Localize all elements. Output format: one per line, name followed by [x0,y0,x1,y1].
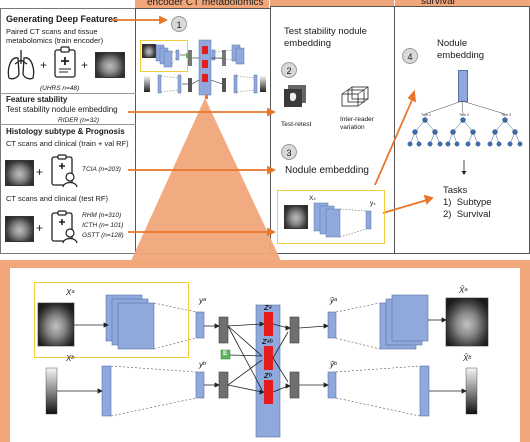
step-1-circle: 1 [171,16,187,32]
embedding-bar [458,70,468,102]
lungs-icon [6,48,36,82]
header-col4-title: survival [421,0,455,7]
step-3-circle: 3 [281,144,297,160]
plus-sign-3: + [36,165,44,179]
col3-ys: yₛ [370,200,376,207]
step-4-circle: 4 [402,48,418,64]
clinical-record-icon-2 [50,210,78,244]
col3-xs: Xₛ [309,195,316,202]
header-col2-title: encoder CT metabolomics [147,0,264,8]
section3-title: Histology subtype & Prognosis [6,127,125,136]
nodule-embedding-label: Nodule embedding [285,165,369,176]
divider-2 [0,124,136,125]
section2-title: Feature stability [6,95,68,104]
section4-count-2: ICTH (n= 101) [82,222,124,229]
test-retest-label: Test-retest [281,121,312,128]
detail-za-label: Zᵃ [264,303,272,312]
section2-desc: Test stability nodule embedding [6,105,118,114]
detail-ya-label: yᵃ [199,296,206,305]
detail-input-box [34,282,189,358]
section3-count: TCIA (n=203) [82,166,121,173]
divider-1 [0,93,136,94]
ct-thumbnail-1 [95,52,125,78]
detail-yb-hat-label: ŷᵇ [330,360,337,369]
plus-sign-2: + [81,58,89,72]
detail-e-label: E [223,350,228,357]
section4-count-1: RHM (n=310) [82,212,122,219]
section4-count-3: GSTT (n=128) [82,232,124,239]
detail-yb-label: yᵇ [199,360,206,369]
detail-zb-label: Zᵇ [264,371,272,380]
detail-ya-hat-label: ŷᵃ [330,296,337,305]
tree-2-label: Tree 2 [459,113,469,117]
section1-title: Generating Deep Features [6,14,119,24]
step-2-circle: 2 [281,62,297,78]
col4-embedding-title: Nodule embedding [437,38,485,61]
mini-ct-thumbnail [142,44,156,58]
random-forest-diagram: Tree 1 Tree 2 Tree 3 [405,100,525,160]
test-retest-icon [282,84,308,110]
task-2: 2) Survival [443,209,491,220]
plus-sign-1: + [40,58,48,72]
inter-reader-label: Inter-reader variation [340,116,374,131]
tree-1-label: Tree 1 [421,113,431,117]
detail-xb-label: Xᵇ [66,354,74,363]
section2-count: RIDER (n=32) [58,117,99,124]
col3-encoder-box: Xₛ yₛ [277,190,385,244]
detail-xa-label: Xᵃ [66,288,75,297]
header-bar-col4: survival [395,0,530,8]
tasks-title: Tasks [443,185,468,196]
clipboard-icon-1 [53,46,77,78]
section4-desc: CT scans and clinical (test RF) [6,194,108,203]
section3-desc: CT scans and clinical (train + val RF) [6,139,129,148]
inter-reader-icon [340,86,370,110]
plus-sign-4: + [36,221,44,235]
detail-xb-hat-label: X̂ᵇ [463,354,471,363]
section1-count: (UHRS n=48) [40,85,80,92]
ct-thumbnail-3 [5,216,34,242]
header-bar-col3 [270,0,394,6]
col3-ct-thumbnail [284,205,308,229]
ct-thumbnail-2 [5,160,34,186]
detail-zab-label: Zᵃᵇ [262,337,273,346]
tasks-arrow-icon [461,160,467,176]
task-1: 1) Subtype [443,197,492,208]
clinical-record-icon-1 [50,154,78,188]
tree-3-label: Tree 3 [501,113,511,117]
section1-desc: Paired CT scans and tissue metabolomics … [6,27,104,45]
detail-xa-hat-label: X̂ᵃ [459,286,468,295]
stability-title: Test stability nodule embedding [284,26,367,49]
